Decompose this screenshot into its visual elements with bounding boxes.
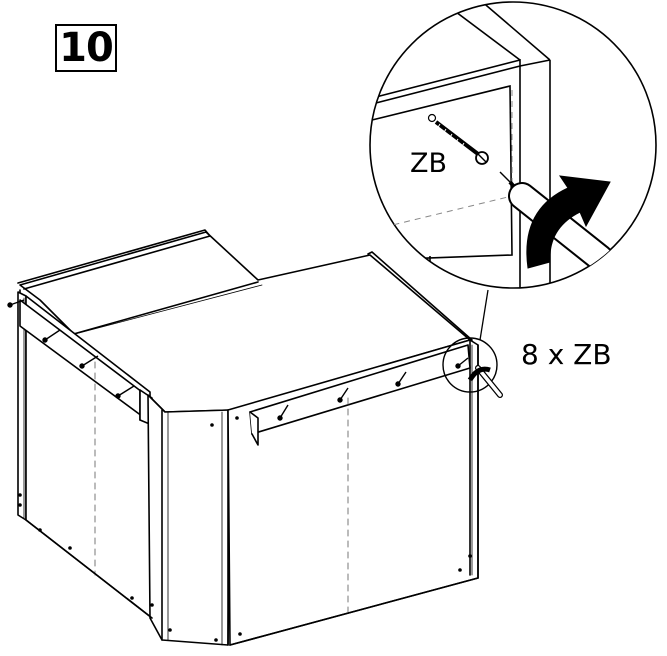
detail-source-circle — [442, 337, 498, 393]
part-code-label: ZB — [410, 148, 448, 179]
screw-icon — [7, 299, 469, 421]
right-rail — [249, 344, 471, 446]
corner-panel — [147, 394, 231, 646]
clockwise-arrow-icon — [526, 175, 611, 269]
screw-left-1 — [42, 329, 61, 343]
small-screwdriver-icon — [467, 365, 503, 398]
zoom-detail — [369, 1, 657, 289]
screw-right-2 — [337, 387, 349, 403]
screw-left-2 — [79, 355, 99, 369]
step-number: 10 — [55, 24, 117, 72]
bolt-dots — [18, 416, 472, 642]
screw-left-top — [7, 299, 25, 308]
zoom-screw-icon — [427, 113, 489, 165]
quantity-label: 8 x ZB — [521, 338, 612, 371]
screw-right-1 — [277, 404, 289, 421]
screw-right-3 — [395, 371, 407, 387]
screw-right-4 — [455, 357, 469, 369]
callout-leader-line — [479, 289, 489, 341]
screw-left-3 — [115, 385, 135, 399]
